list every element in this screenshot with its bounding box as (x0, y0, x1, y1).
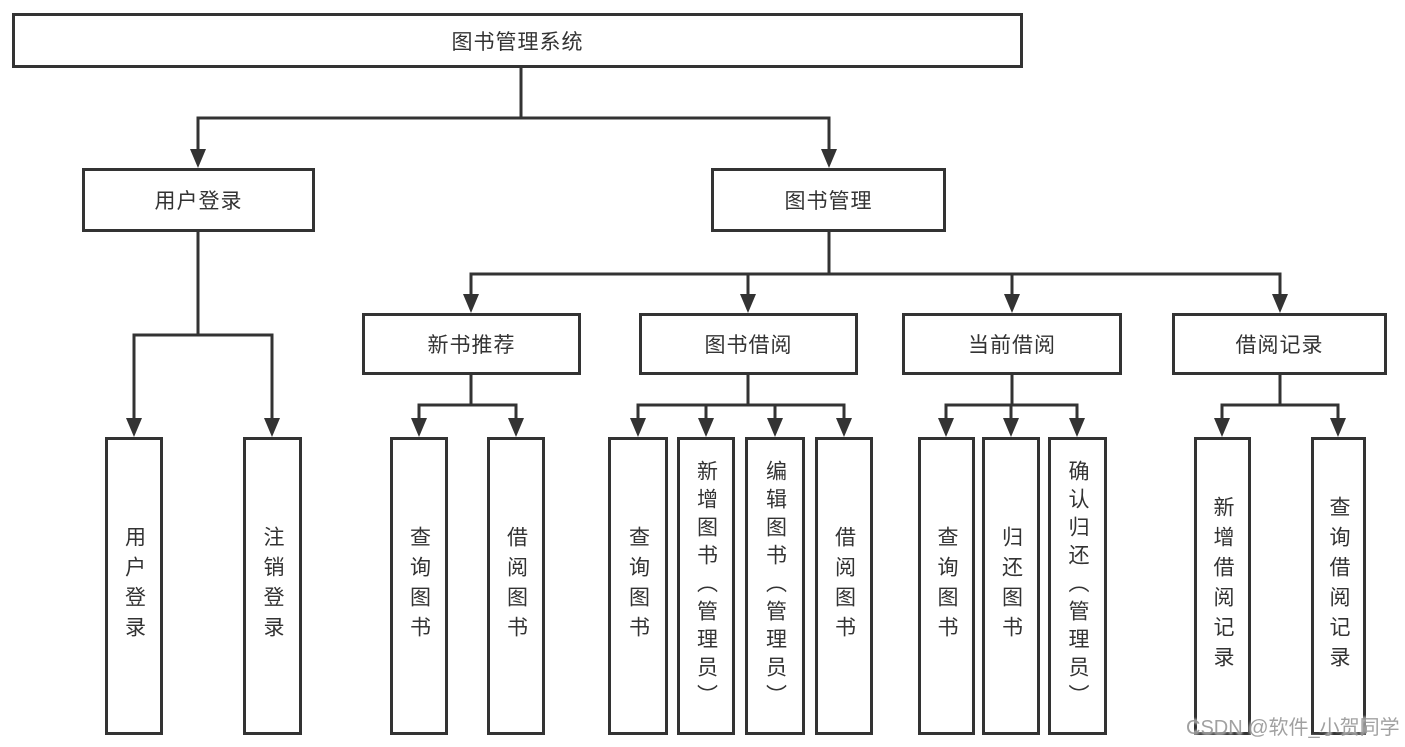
leaf-add-books-admin: 新增图书（管理员） (677, 437, 735, 735)
node-borrowing-records-label: 借阅记录 (1235, 334, 1324, 357)
leaf-query-books-recommend-label: 查询图书 (407, 526, 431, 646)
node-new-book-recommendation: 新书推荐 (362, 313, 581, 375)
node-new-book-recommendation-label: 新书推荐 (427, 334, 516, 357)
leaf-add-borrow-record-label: 新增借阅记录 (1211, 496, 1234, 676)
node-current-borrowing-label: 当前借阅 (968, 334, 1056, 357)
leaf-edit-books-admin-label: 编辑图书（管理员） (763, 460, 787, 712)
leaf-borrow-books-borrow-label: 借阅图书 (832, 526, 856, 646)
leaf-query-books-borrow-label: 查询图书 (626, 526, 650, 646)
leaf-query-books-recommend: 查询图书 (390, 437, 448, 735)
node-book-borrowing-label: 图书借阅 (704, 334, 793, 357)
leaf-confirm-return-admin-label: 确认归还（管理员） (1066, 460, 1089, 712)
leaf-query-books-borrow: 查询图书 (608, 437, 668, 735)
leaf-borrow-books-borrow: 借阅图书 (815, 437, 873, 735)
node-book-borrowing: 图书借阅 (639, 313, 858, 375)
leaf-user-login: 用户登录 (105, 437, 163, 735)
leaf-user-login-label: 用户登录 (122, 526, 146, 646)
csdn-watermark: CSDN @软件_小贺同学 (1186, 717, 1400, 739)
leaf-confirm-return-admin: 确认归还（管理员） (1048, 437, 1107, 735)
leaf-logout-label: 注销登录 (261, 526, 284, 646)
node-user-login: 用户登录 (82, 168, 315, 232)
node-borrowing-records: 借阅记录 (1172, 313, 1387, 375)
leaf-query-borrow-record: 查询借阅记录 (1311, 437, 1366, 735)
leaf-edit-books-admin: 编辑图书（管理员） (745, 437, 805, 735)
leaf-borrow-books-recommend-label: 借阅图书 (504, 526, 528, 646)
node-library-system-label: 图书管理系统 (451, 30, 584, 54)
node-book-management: 图书管理 (711, 168, 946, 232)
leaf-borrow-books-recommend: 借阅图书 (487, 437, 545, 735)
node-current-borrowing: 当前借阅 (902, 313, 1122, 375)
leaf-logout: 注销登录 (243, 437, 302, 735)
leaf-add-books-admin-label: 新增图书（管理员） (694, 460, 718, 712)
leaf-add-borrow-record: 新增借阅记录 (1194, 437, 1251, 735)
leaf-query-borrow-record-label: 查询借阅记录 (1327, 496, 1350, 676)
leaf-return-books-label: 归还图书 (999, 526, 1023, 646)
leaf-return-books: 归还图书 (982, 437, 1040, 735)
leaf-query-books-current: 查询图书 (918, 437, 975, 735)
leaf-query-books-current-label: 查询图书 (935, 526, 958, 646)
node-library-system: 图书管理系统 (12, 13, 1023, 68)
node-user-login-label: 用户登录 (154, 190, 243, 213)
node-book-management-label: 图书管理 (784, 190, 873, 213)
